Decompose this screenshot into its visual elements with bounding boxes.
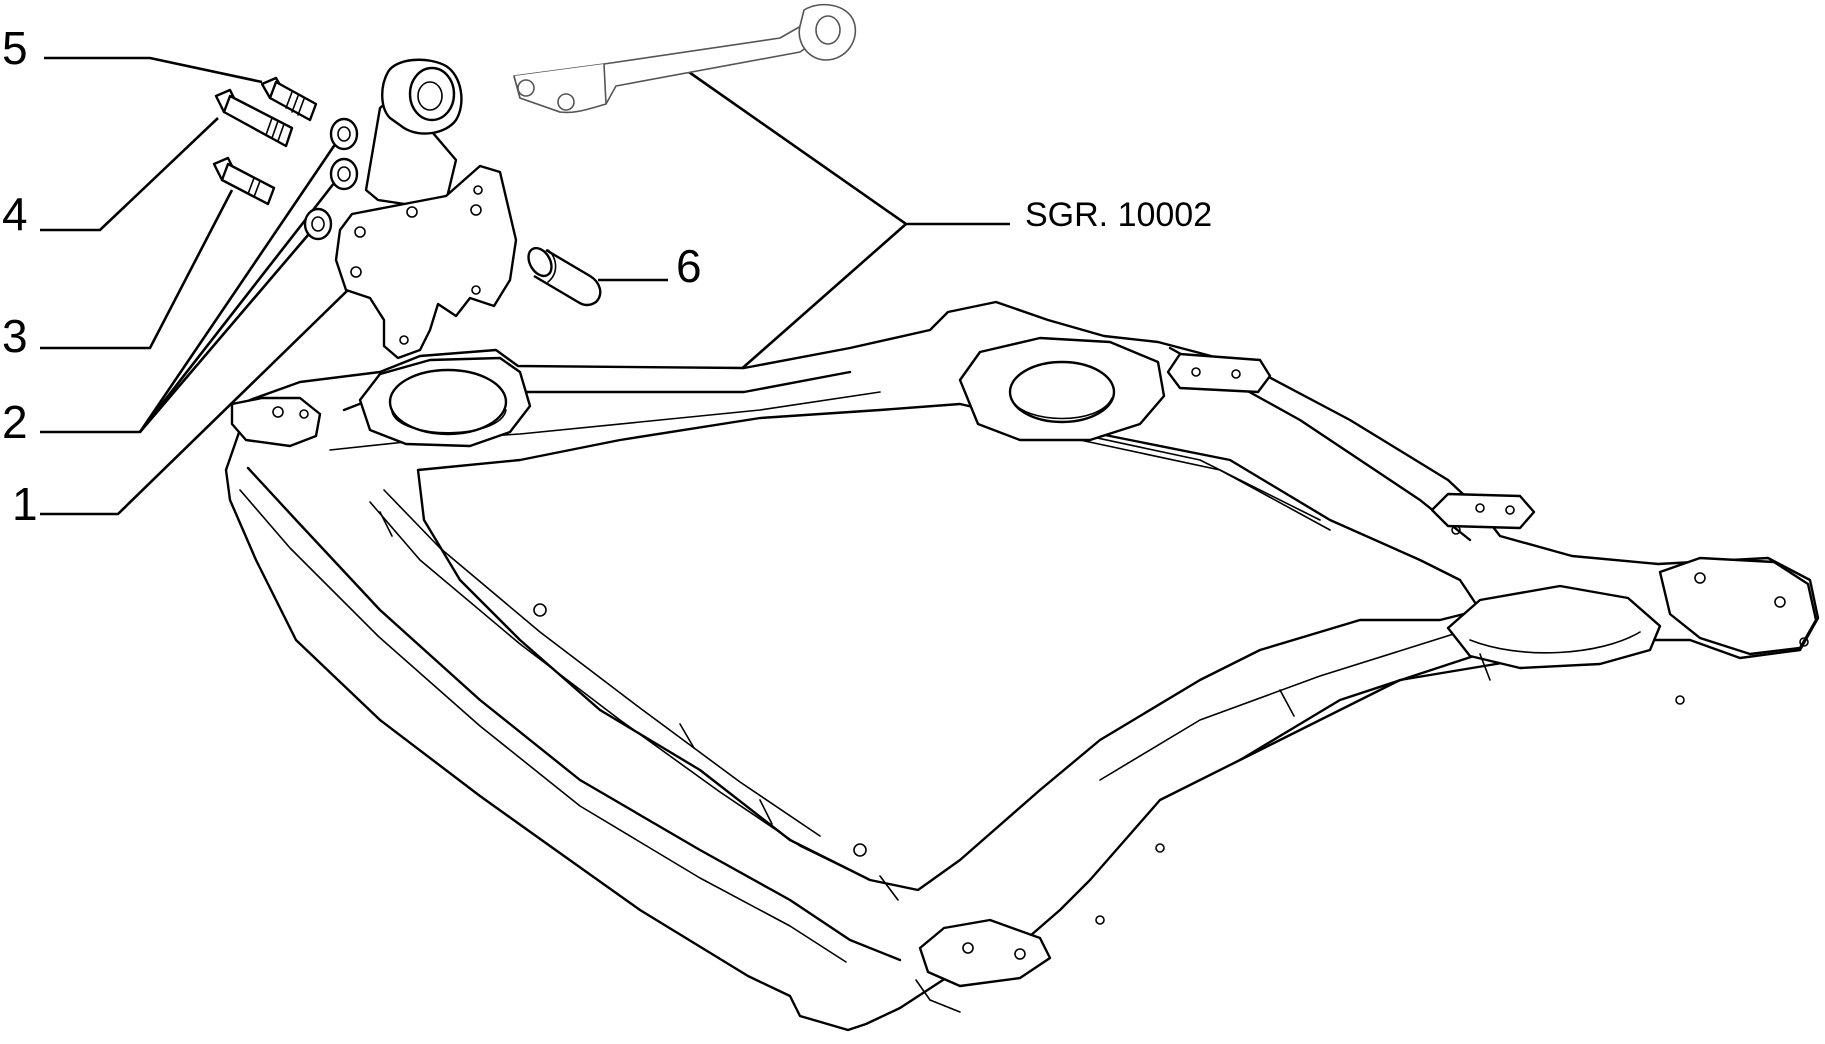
- washers-2: [303, 117, 359, 241]
- bolt-5: [260, 76, 318, 122]
- leader-lines: [40, 56, 1010, 516]
- spacer-pin-6: [527, 246, 602, 307]
- reference-label: SGR. 10002: [1025, 196, 1212, 234]
- callout-4: 4: [2, 188, 28, 240]
- callout-3: 3: [2, 310, 28, 362]
- engine-mount-bracket-1: [334, 58, 518, 360]
- callout-6: 6: [676, 240, 702, 292]
- front-subframe: [224, 300, 1820, 1032]
- callout-2: 2: [2, 396, 28, 448]
- callout-1: 1: [12, 478, 38, 530]
- tie-rod-reference-part: [513, 3, 857, 114]
- bolt-4: [214, 88, 294, 148]
- bolt-3: [212, 156, 276, 206]
- callout-5: 5: [2, 22, 28, 74]
